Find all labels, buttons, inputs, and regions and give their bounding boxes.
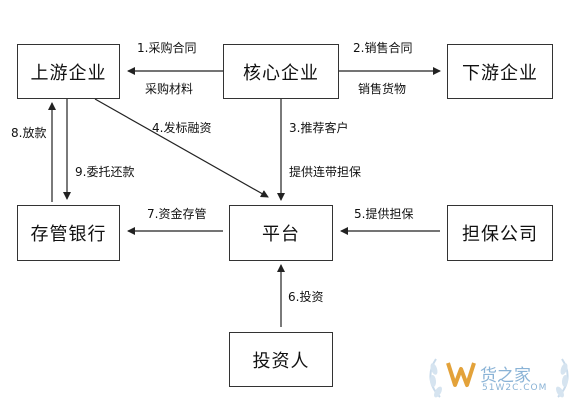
label-joint-guarantee: 提供连带担保	[289, 165, 362, 179]
laurel-icon	[429, 358, 569, 398]
node-investor: 投资人	[229, 332, 333, 387]
node-bank: 存管银行	[17, 205, 120, 261]
watermark-brand: 货之家	[480, 366, 531, 386]
node-guarantee: 担保公司	[447, 205, 553, 261]
arrow-upstream-to-platform	[94, 98, 269, 198]
label-sales-contract: 2.销售合同	[353, 41, 413, 55]
label-issue-financing: 4.发标融资	[152, 121, 212, 135]
label-fund-custody: 7.资金存管	[147, 207, 207, 221]
label-recommend-client: 3.推荐客户	[289, 121, 349, 135]
label-provide-guarantee: 5.提供担保	[354, 207, 414, 221]
watermark-url: 51W2C.COM	[482, 383, 548, 393]
label-entrusted-repayment: 9.委托还款	[75, 165, 135, 179]
label-sales-goods: 销售货物	[358, 82, 407, 96]
label-loan: 8.放款	[11, 126, 47, 140]
node-upstream: 上游企业	[17, 44, 120, 99]
label-purchase-materials: 采购材料	[145, 82, 194, 96]
watermark-logo: 货之家 51W2C.COM	[424, 349, 574, 403]
label-purchase-contract: 1.采购合同	[137, 41, 197, 55]
label-invest: 6.投资	[288, 290, 324, 304]
node-platform: 平台	[229, 205, 333, 261]
node-core: 核心企业	[223, 44, 339, 99]
node-downstream: 下游企业	[447, 44, 553, 99]
